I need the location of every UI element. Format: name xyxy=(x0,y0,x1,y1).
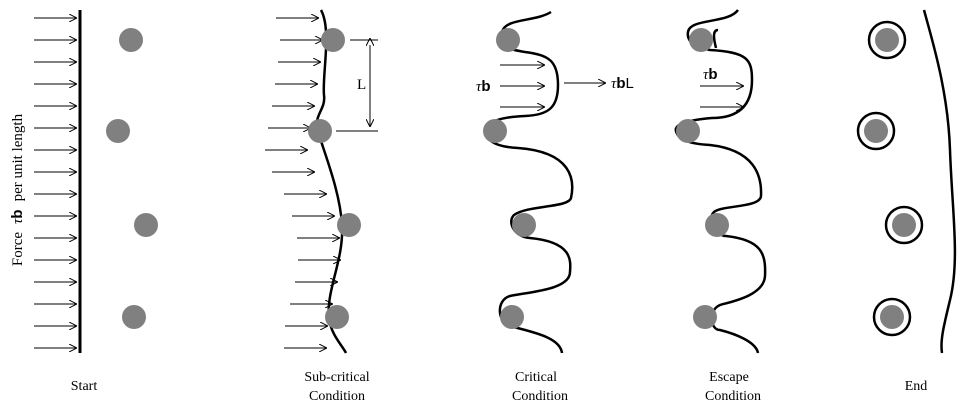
force-axis-label: Forceτbper unit length xyxy=(9,113,26,266)
dislocation-line-critical xyxy=(484,10,574,354)
particle xyxy=(134,213,158,237)
force-arrows-subcritical xyxy=(265,18,340,348)
particle xyxy=(106,119,130,143)
force-arrows-start xyxy=(34,18,76,348)
particle xyxy=(864,119,888,143)
panel-label-critical-1: Critical xyxy=(515,370,557,385)
particle xyxy=(337,213,361,237)
particle-loop xyxy=(867,20,907,60)
particle xyxy=(321,28,345,52)
panel-label-subcritical-2: Condition xyxy=(309,389,365,404)
dislocation-loop-edge xyxy=(712,28,719,49)
particle xyxy=(880,305,904,329)
particle xyxy=(693,305,717,329)
panel-start: Start xyxy=(34,10,158,394)
particle xyxy=(325,305,349,329)
dislocation-line-end xyxy=(922,9,957,354)
particle xyxy=(892,213,916,237)
particle xyxy=(875,28,899,52)
tau-b-L-label: τbL xyxy=(611,75,634,92)
particle xyxy=(512,213,536,237)
panel-label-escape-1: Escape xyxy=(709,370,749,385)
panel-label-escape-2: Condition xyxy=(705,389,761,404)
particle xyxy=(122,305,146,329)
particle xyxy=(500,305,524,329)
force-arrows-critical xyxy=(500,65,544,107)
panel-label-end: End xyxy=(905,379,928,394)
particle xyxy=(119,28,143,52)
particle xyxy=(689,28,713,52)
particle xyxy=(705,213,729,237)
force-arrows-escape xyxy=(700,86,743,107)
particle-loop xyxy=(872,297,912,337)
particle-loop xyxy=(856,111,896,151)
panel-subcritical: L Sub-critical Condition xyxy=(265,9,378,404)
particle xyxy=(496,28,520,52)
panel-escape: τb Escape Condition xyxy=(674,9,767,404)
particle-loop xyxy=(884,205,924,245)
panel-label-critical-2: Condition xyxy=(512,389,568,404)
dislocation-line-escape-top xyxy=(674,9,767,354)
tau-b-label-escape: τb xyxy=(703,66,718,83)
dimension-label-L: L xyxy=(357,77,366,93)
dislocation-line-subcritical xyxy=(315,9,348,354)
particle xyxy=(483,119,507,143)
particle xyxy=(676,119,700,143)
panel-label-subcritical-1: Sub-critical xyxy=(304,370,369,385)
tau-b-label-critical: τb xyxy=(476,78,491,95)
panel-end: End xyxy=(856,9,957,394)
panel-label-start: Start xyxy=(71,379,98,394)
particle xyxy=(308,119,332,143)
panel-critical: τb τbL Critical Condition xyxy=(476,10,634,404)
